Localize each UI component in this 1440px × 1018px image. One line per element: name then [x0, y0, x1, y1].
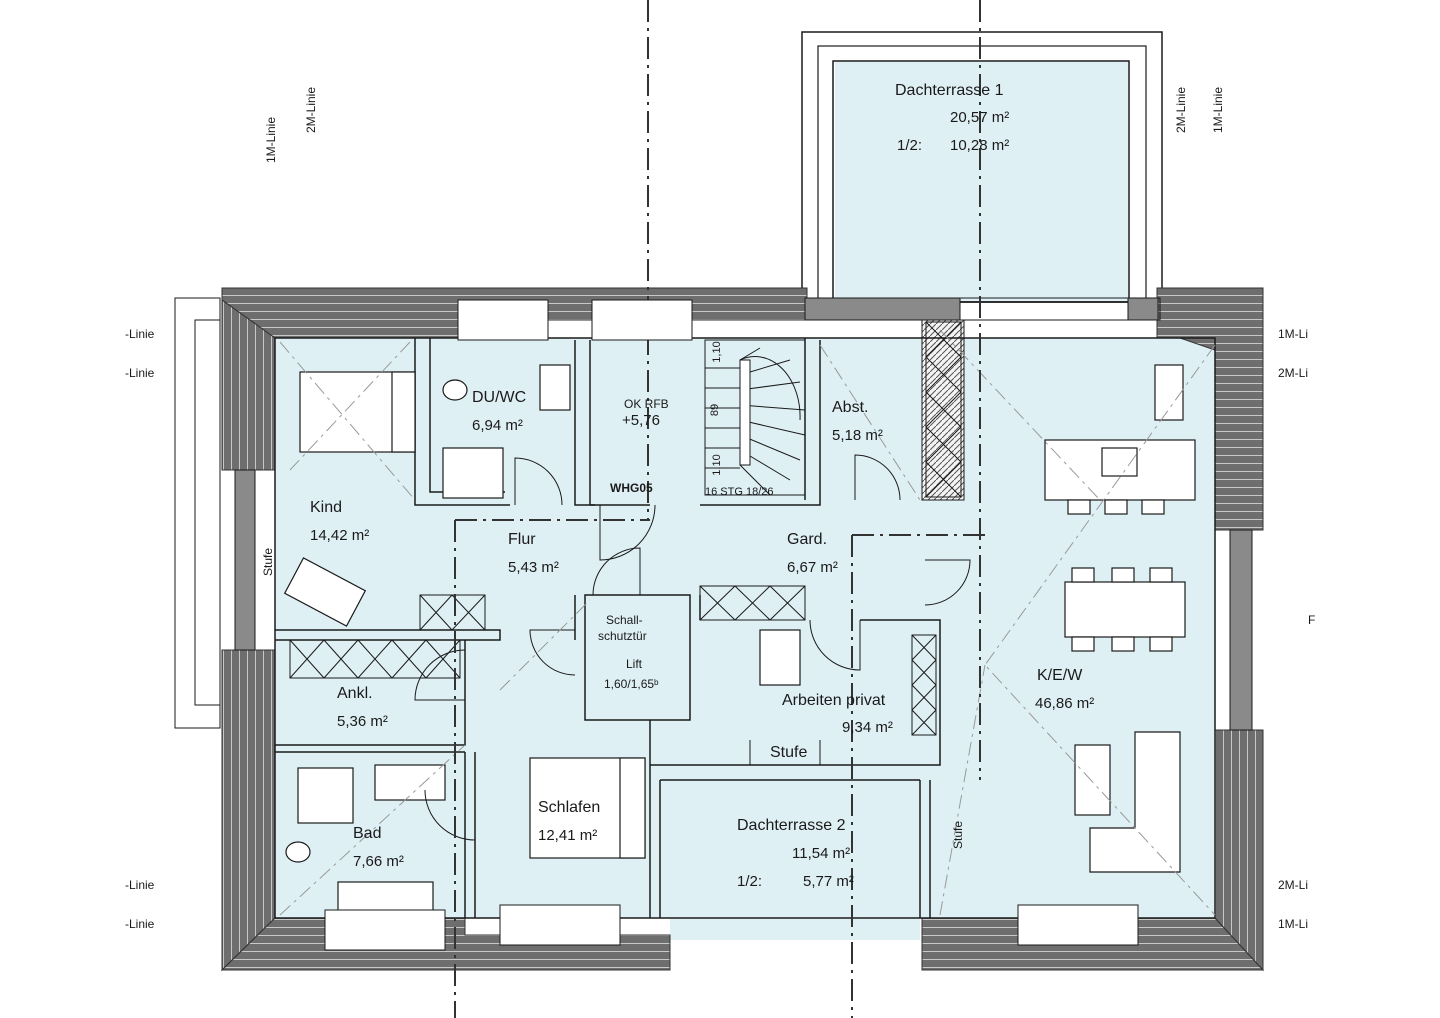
gard-name: Gard. — [787, 531, 827, 548]
abst-area: 5,18 m² — [832, 427, 883, 444]
label-right-lower-b: 1M-Li — [1278, 917, 1308, 931]
label-right-upper-b: 2M-Li — [1278, 366, 1308, 380]
schlafen-area: 12,41 m² — [538, 827, 597, 844]
stair-dim-c: 1,10 — [711, 454, 723, 475]
dachterrasse-1-area: 20,57 m² — [950, 109, 1009, 126]
du-wc-name: DU/WC — [472, 389, 526, 406]
label-left-1m: 1M-Linie — [264, 117, 278, 163]
dachterrasse-2-floor — [670, 780, 920, 940]
dachterrasse-1-floor — [835, 62, 1128, 302]
ankl-area: 5,36 m² — [337, 713, 388, 730]
bad-name: Bad — [353, 825, 381, 842]
label-left-upper-a: -Linie — [125, 327, 155, 341]
door-swings — [414, 454, 971, 841]
dachterrasse-2-area: 11,54 m² — [792, 845, 850, 862]
shower-du — [442, 447, 504, 499]
arbeiten-name: Arbeiten privat — [782, 692, 886, 709]
schlafen-name: Schlafen — [538, 799, 600, 816]
stufe-mid: Stufe — [770, 744, 807, 761]
stair-dim-a: 1,10 — [711, 341, 723, 362]
sofa-side — [1074, 744, 1111, 816]
toilet-bad — [285, 841, 311, 863]
kitchen-sink — [1154, 364, 1184, 421]
windows — [174, 297, 1139, 951]
kind-name: Kind — [310, 499, 342, 516]
desk-arbeiten — [759, 629, 801, 686]
toilet-du — [442, 379, 468, 401]
room-labels: Dachterrasse 1 20,57 m² 1/2: 10,28 m² Ki… — [310, 82, 1094, 890]
label-right-mid: F — [1308, 613, 1315, 627]
gard-area: 6,67 m² — [787, 559, 838, 576]
dachterrasse-1-name: Dachterrasse 1 — [895, 82, 1004, 99]
stair-steps: 16 STG 18/26 — [705, 486, 774, 498]
axis-lines — [454, 0, 985, 1018]
guide-diagonals — [279, 329, 1216, 916]
label-left-lower-b: -Linie — [125, 917, 155, 931]
desk-kind — [283, 557, 367, 627]
flur-area: 5,43 m² — [508, 559, 559, 576]
label-left-upper-b: -Linie — [125, 366, 155, 380]
kew-name: K/E/W — [1037, 667, 1083, 684]
flur-name: Flur — [508, 531, 536, 548]
label-right-2m: 2M-Linie — [1174, 87, 1188, 133]
schallschutz-line2: schutztür — [598, 629, 647, 643]
dachterrasse-1-half-label: 1/2: — [897, 137, 922, 154]
du-wc-area: 6,94 m² — [472, 417, 523, 434]
lift-name: Lift — [626, 657, 643, 671]
stufe-labels: Stufe Stufe Stufe — [261, 548, 965, 849]
stufe-right: Stufe — [951, 821, 965, 849]
abst-name: Abst. — [832, 399, 868, 416]
label-right-upper-a: 1M-Li — [1278, 327, 1308, 341]
kind-area: 14,42 m² — [310, 527, 369, 544]
staircase — [704, 339, 806, 496]
dachterrasse-2-half-label: 1/2: — [737, 873, 762, 890]
arbeiten-area: 9,34 m² — [842, 719, 893, 736]
stair-ok-value: +5,76 — [622, 412, 660, 429]
dining-table — [1064, 581, 1186, 638]
kitchen-island — [1044, 439, 1196, 501]
dachterrasse-2-name: Dachterrasse 2 — [737, 817, 846, 834]
wardrobes — [289, 321, 962, 736]
lift-size: 1,60/1,65ᵇ — [604, 677, 659, 691]
label-left-2m: 2M-Linie — [304, 87, 318, 133]
label-right-1m: 1M-Linie — [1211, 87, 1225, 133]
schallschutz-line1: Schall- — [606, 613, 643, 627]
dachterrasse-1-half-area: 10,28 m² — [950, 137, 1009, 154]
stair-ok-label: OK RFB — [624, 397, 669, 411]
label-right-lower-a: 2M-Li — [1278, 878, 1308, 892]
stair-dim-b: 89 — [709, 404, 721, 416]
bad-area: 7,66 m² — [353, 853, 404, 870]
sink-bad — [374, 764, 446, 801]
kew-area: 46,86 m² — [1035, 695, 1094, 712]
dachterrasse-2-half-area: 5,77 m² — [803, 873, 854, 890]
stufe-left: Stufe — [261, 548, 275, 576]
stair-unit: WHG05 — [610, 481, 653, 495]
ankl-name: Ankl. — [337, 685, 373, 702]
shower-bad — [297, 767, 354, 824]
margin-labels: 1M-Linie 2M-Linie 2M-Linie 1M-Linie -Lin… — [125, 87, 1315, 931]
label-left-lower-a: -Linie — [125, 878, 155, 892]
